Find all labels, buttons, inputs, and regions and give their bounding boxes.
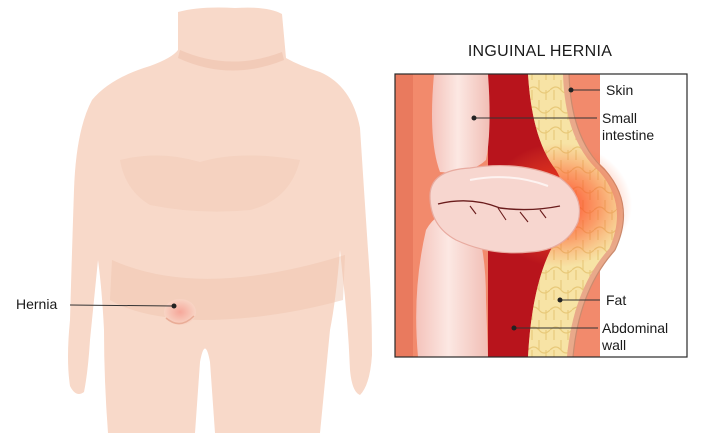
hernia-label-dot [172, 304, 177, 309]
small-intestine-label-dot [472, 116, 477, 121]
small-intestine-upper [432, 74, 490, 173]
diagram-title: INGUINAL HERNIA [468, 43, 612, 60]
hernia-bulge [164, 299, 196, 325]
left-tissue-shade [395, 74, 413, 357]
small-intestine-label-line1: Small [602, 110, 637, 126]
human-body-figure [68, 8, 372, 433]
skin-label-dot [569, 88, 574, 93]
skin-label: Skin [606, 82, 633, 98]
fat-label: Fat [606, 292, 626, 308]
small-intestine-label-line2: intestine [602, 127, 654, 143]
body-silhouette [68, 8, 372, 433]
abdominal-wall-label-line2: wall [601, 337, 626, 353]
hernia-label: Hernia [16, 296, 57, 312]
fat-label-dot [558, 298, 563, 303]
abdominal-wall-label-line1: Abdominal [602, 320, 668, 336]
inguinal-hernia-cross-section [395, 74, 690, 357]
abdominal-wall-label-dot [512, 326, 517, 331]
